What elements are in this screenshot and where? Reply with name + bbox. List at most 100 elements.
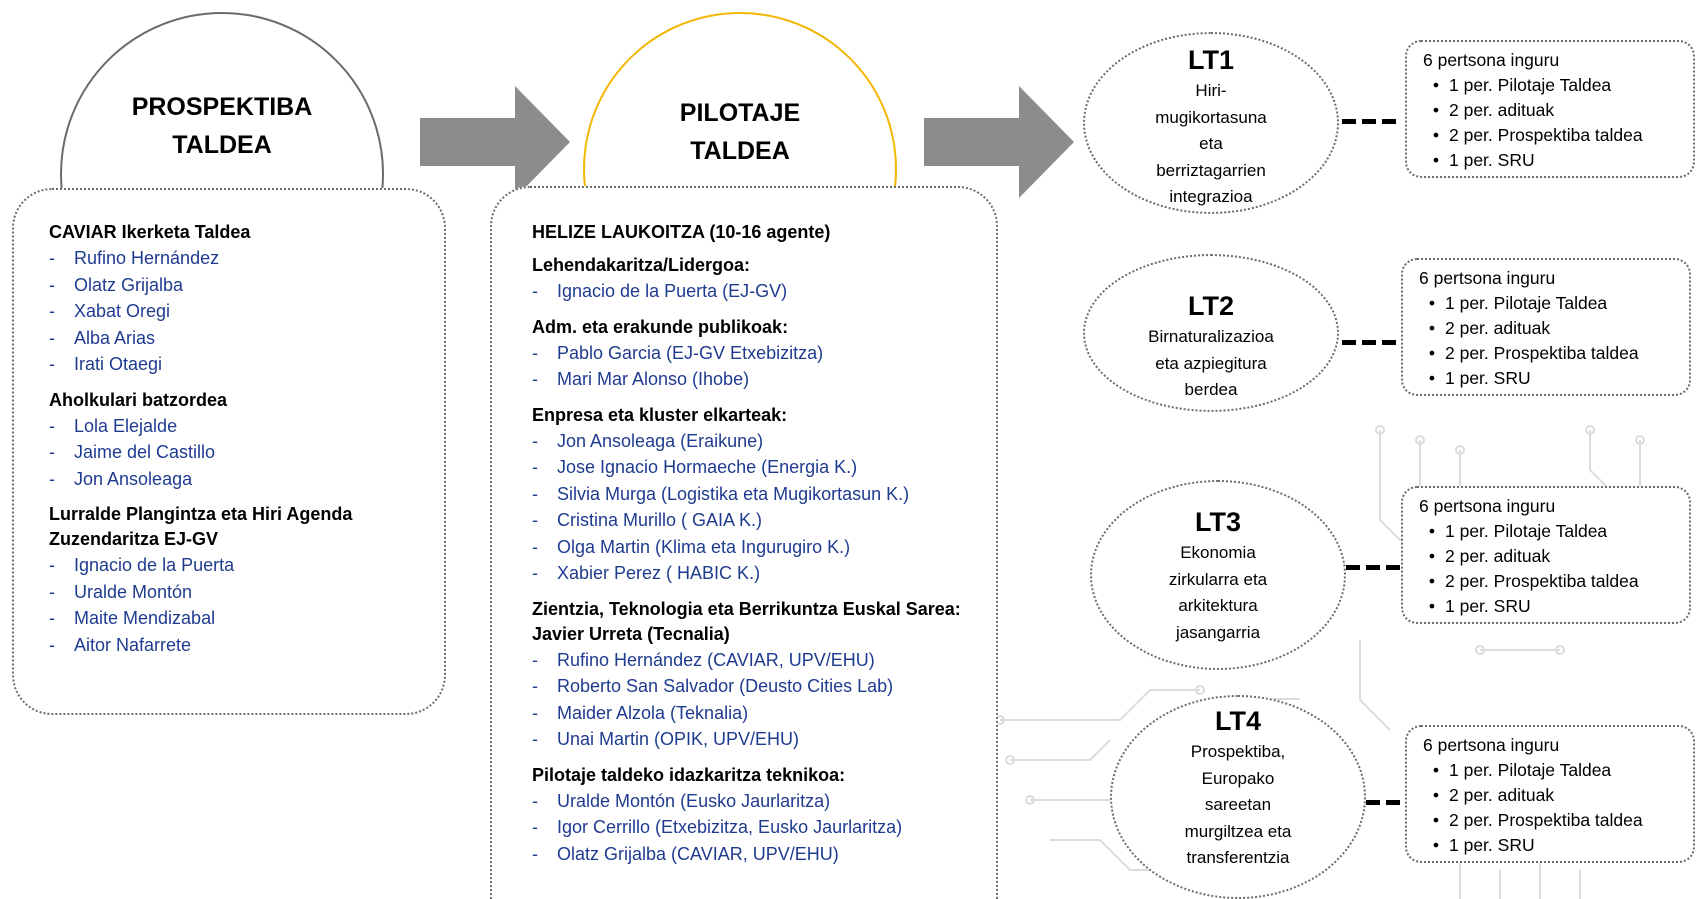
info-text: 1 per. SRU [1445, 596, 1531, 616]
prospektiba-groups: CAVIAR Ikerketa Taldea-Rufino Hernández-… [49, 220, 424, 658]
prospektiba-members-box: CAVIAR Ikerketa Taldea-Rufino Hernández-… [12, 188, 446, 715]
bullet-icon: • [1428, 596, 1436, 616]
dash-marker: - [49, 415, 55, 436]
bullet-icon: • [1428, 293, 1436, 313]
bullet-icon: • [1428, 318, 1436, 338]
member-item: -Olga Martin (Klima eta Ingurugiro K.) [532, 534, 976, 561]
lt-description-line: jasangarria [1175, 622, 1261, 642]
member-item: -Olatz Grijalba (CAVIAR, UPV/EHU) [532, 841, 976, 868]
lt-description-line: integrazioa [1169, 187, 1253, 206]
info-text: 2 per. adituak [1445, 318, 1551, 338]
member-name: Uralde Montón [74, 581, 193, 602]
member-name: Aitor Nafarrete [74, 634, 192, 655]
dash-segment [1346, 565, 1360, 570]
dash-marker: - [532, 649, 538, 670]
member-item: -Maite Mendizabal [49, 605, 424, 632]
pilotaje-title-line2: TALDEA [690, 137, 790, 165]
member-item: -Rufino Hernández [49, 245, 424, 272]
dash-segment [1366, 565, 1380, 570]
group-heading: Lehendakaritza/Lidergoa: [532, 255, 751, 275]
dash-marker: - [532, 563, 538, 583]
dash-segment [1366, 800, 1380, 805]
member-name: Lola Elejalde [74, 415, 178, 436]
prospektiba-title: PROSPEKTIBA TALDEA [62, 88, 382, 164]
lt-description-line: Europako [1201, 768, 1275, 788]
prospektiba-title-line2: TALDEA [172, 131, 272, 159]
member-list: -Jon Ansoleaga (Eraikune)-Jose Ignacio H… [532, 428, 976, 587]
dash-marker: - [532, 536, 538, 557]
dash-marker: - [49, 274, 55, 295]
bullet-icon: • [1432, 760, 1440, 780]
member-name: Jose Ignacio Hormaeche (Energia K.) [557, 457, 858, 477]
dash-marker: - [532, 817, 538, 837]
info-item: • 1 per. SRU [1419, 594, 1689, 619]
info-item: •1 per. Pilotaje Taldea [1423, 73, 1693, 98]
info-item: •1 per. SRU [1419, 366, 1689, 391]
dash-marker: - [49, 442, 55, 462]
info-item: •2 per. Prospektiba taldea [1419, 341, 1689, 366]
member-name: Cristina Murillo ( GAIA K.) [557, 510, 763, 530]
member-name: Jon Ansoleaga (Eraikune) [557, 430, 764, 451]
member-item: -Pablo Garcia (EJ-GV Etxebizitza) [532, 340, 976, 367]
member-item: -Cristina Murillo ( GAIA K.) [532, 507, 976, 534]
member-item: -Olatz Grijalba [49, 272, 424, 299]
member-name: Alba Arias [74, 327, 156, 348]
member-item: -Igor Cerrillo (Etxebizitza, Eusko Jaurl… [532, 814, 976, 841]
dash-marker: - [532, 430, 538, 451]
group-heading: CAVIAR Ikerketa Taldea [49, 222, 251, 242]
info-head: 6 pertsona inguru [1423, 735, 1560, 755]
bullet-icon: • [1432, 810, 1440, 830]
member-name: Uralde Montón (Eusko Jaurlaritza) [557, 790, 831, 811]
pilotaje-title-line1: PILOTAJE [679, 99, 801, 127]
member-name: Irati Otaegi [74, 354, 163, 374]
dash-marker: - [532, 457, 538, 477]
member-list: -Uralde Montón (Eusko Jaurlaritza) -Igor … [532, 788, 976, 868]
member-item: -Jon Ansoleaga [49, 466, 424, 493]
dash-marker: - [532, 510, 538, 530]
bullet-icon: • [1428, 368, 1436, 388]
arrow-right-icon [420, 86, 570, 198]
group-heading: Pilotaje taldeko idazkaritza teknikoa: [532, 764, 846, 785]
member-name: Igor Cerrillo (Etxebizitza, Eusko Jaurla… [557, 817, 903, 837]
bullet-icon: • [1428, 521, 1436, 541]
member-group: Lurralde Plangintza eta Hiri Agenda Zuze… [49, 502, 424, 658]
info-item: •1 per. SRU [1423, 148, 1693, 173]
member-item: -Ignacio de la Puerta [49, 552, 424, 579]
arrow-right-icon [924, 86, 1074, 198]
dash-marker: - [49, 327, 55, 348]
info-item: •2 per. Prospektiba taldea [1419, 569, 1689, 594]
dash-marker: - [49, 555, 55, 575]
member-name: Rufino Hernández [74, 248, 220, 268]
info-item: •2 per. Prospektiba taldea [1423, 123, 1693, 148]
lt-description-line: Birnaturalizazioa [1148, 327, 1274, 346]
member-list: -Ignacio de la Puerta (EJ-GV) [532, 278, 976, 305]
lt-code: LT3 [1195, 507, 1241, 537]
info-item: •2 per. adituak [1419, 544, 1689, 569]
member-item: -Maider Alzola (Teknalia) [532, 700, 976, 727]
group-heading: Enpresa eta kluster elkarteak: [532, 404, 788, 425]
lt-description-line: transferentzia [1186, 848, 1290, 867]
member-group: CAVIAR Ikerketa Taldea-Rufino Hernández-… [49, 220, 424, 378]
member-item: -Rufino Hernández (CAVIAR, UPV/EHU) [532, 647, 976, 674]
bullet-icon: • [1428, 571, 1436, 591]
info-text: 2 per. adituak [1449, 100, 1555, 120]
member-name: Silvia Murga (Logistika eta Mugikortasun… [557, 483, 910, 504]
pilotaje-header: HELIZE LAUKOITZA (10-16 agente) [532, 222, 831, 242]
info-list: •1 per. Pilotaje Taldea•2 per. adituak•2… [1419, 519, 1689, 619]
lt-description-line: Ekonomia [1180, 543, 1256, 562]
lt-description-line: berriztagarrien [1156, 160, 1266, 180]
lt-description-line: sareetan [1204, 795, 1272, 814]
info-list: •1 per. Pilotaje Taldea•2 per. adituak•2… [1419, 291, 1689, 391]
dash-marker: - [532, 281, 538, 301]
info-item: • 2 per. adituak [1423, 98, 1693, 123]
member-name: Jon Ansoleaga [74, 468, 193, 489]
bullet-icon: • [1432, 100, 1440, 120]
info-text: 2 per. Prospektiba taldea [1445, 343, 1639, 363]
member-name: Jaime del Castillo [74, 442, 216, 462]
dash-segment [1342, 340, 1356, 345]
pilotaje-groups: Lehendakaritza/Lidergoa: -Ignacio de la P… [532, 253, 976, 867]
lt-code: LT2 [1188, 291, 1234, 321]
group-heading: Aholkulari batzordea [49, 389, 228, 410]
